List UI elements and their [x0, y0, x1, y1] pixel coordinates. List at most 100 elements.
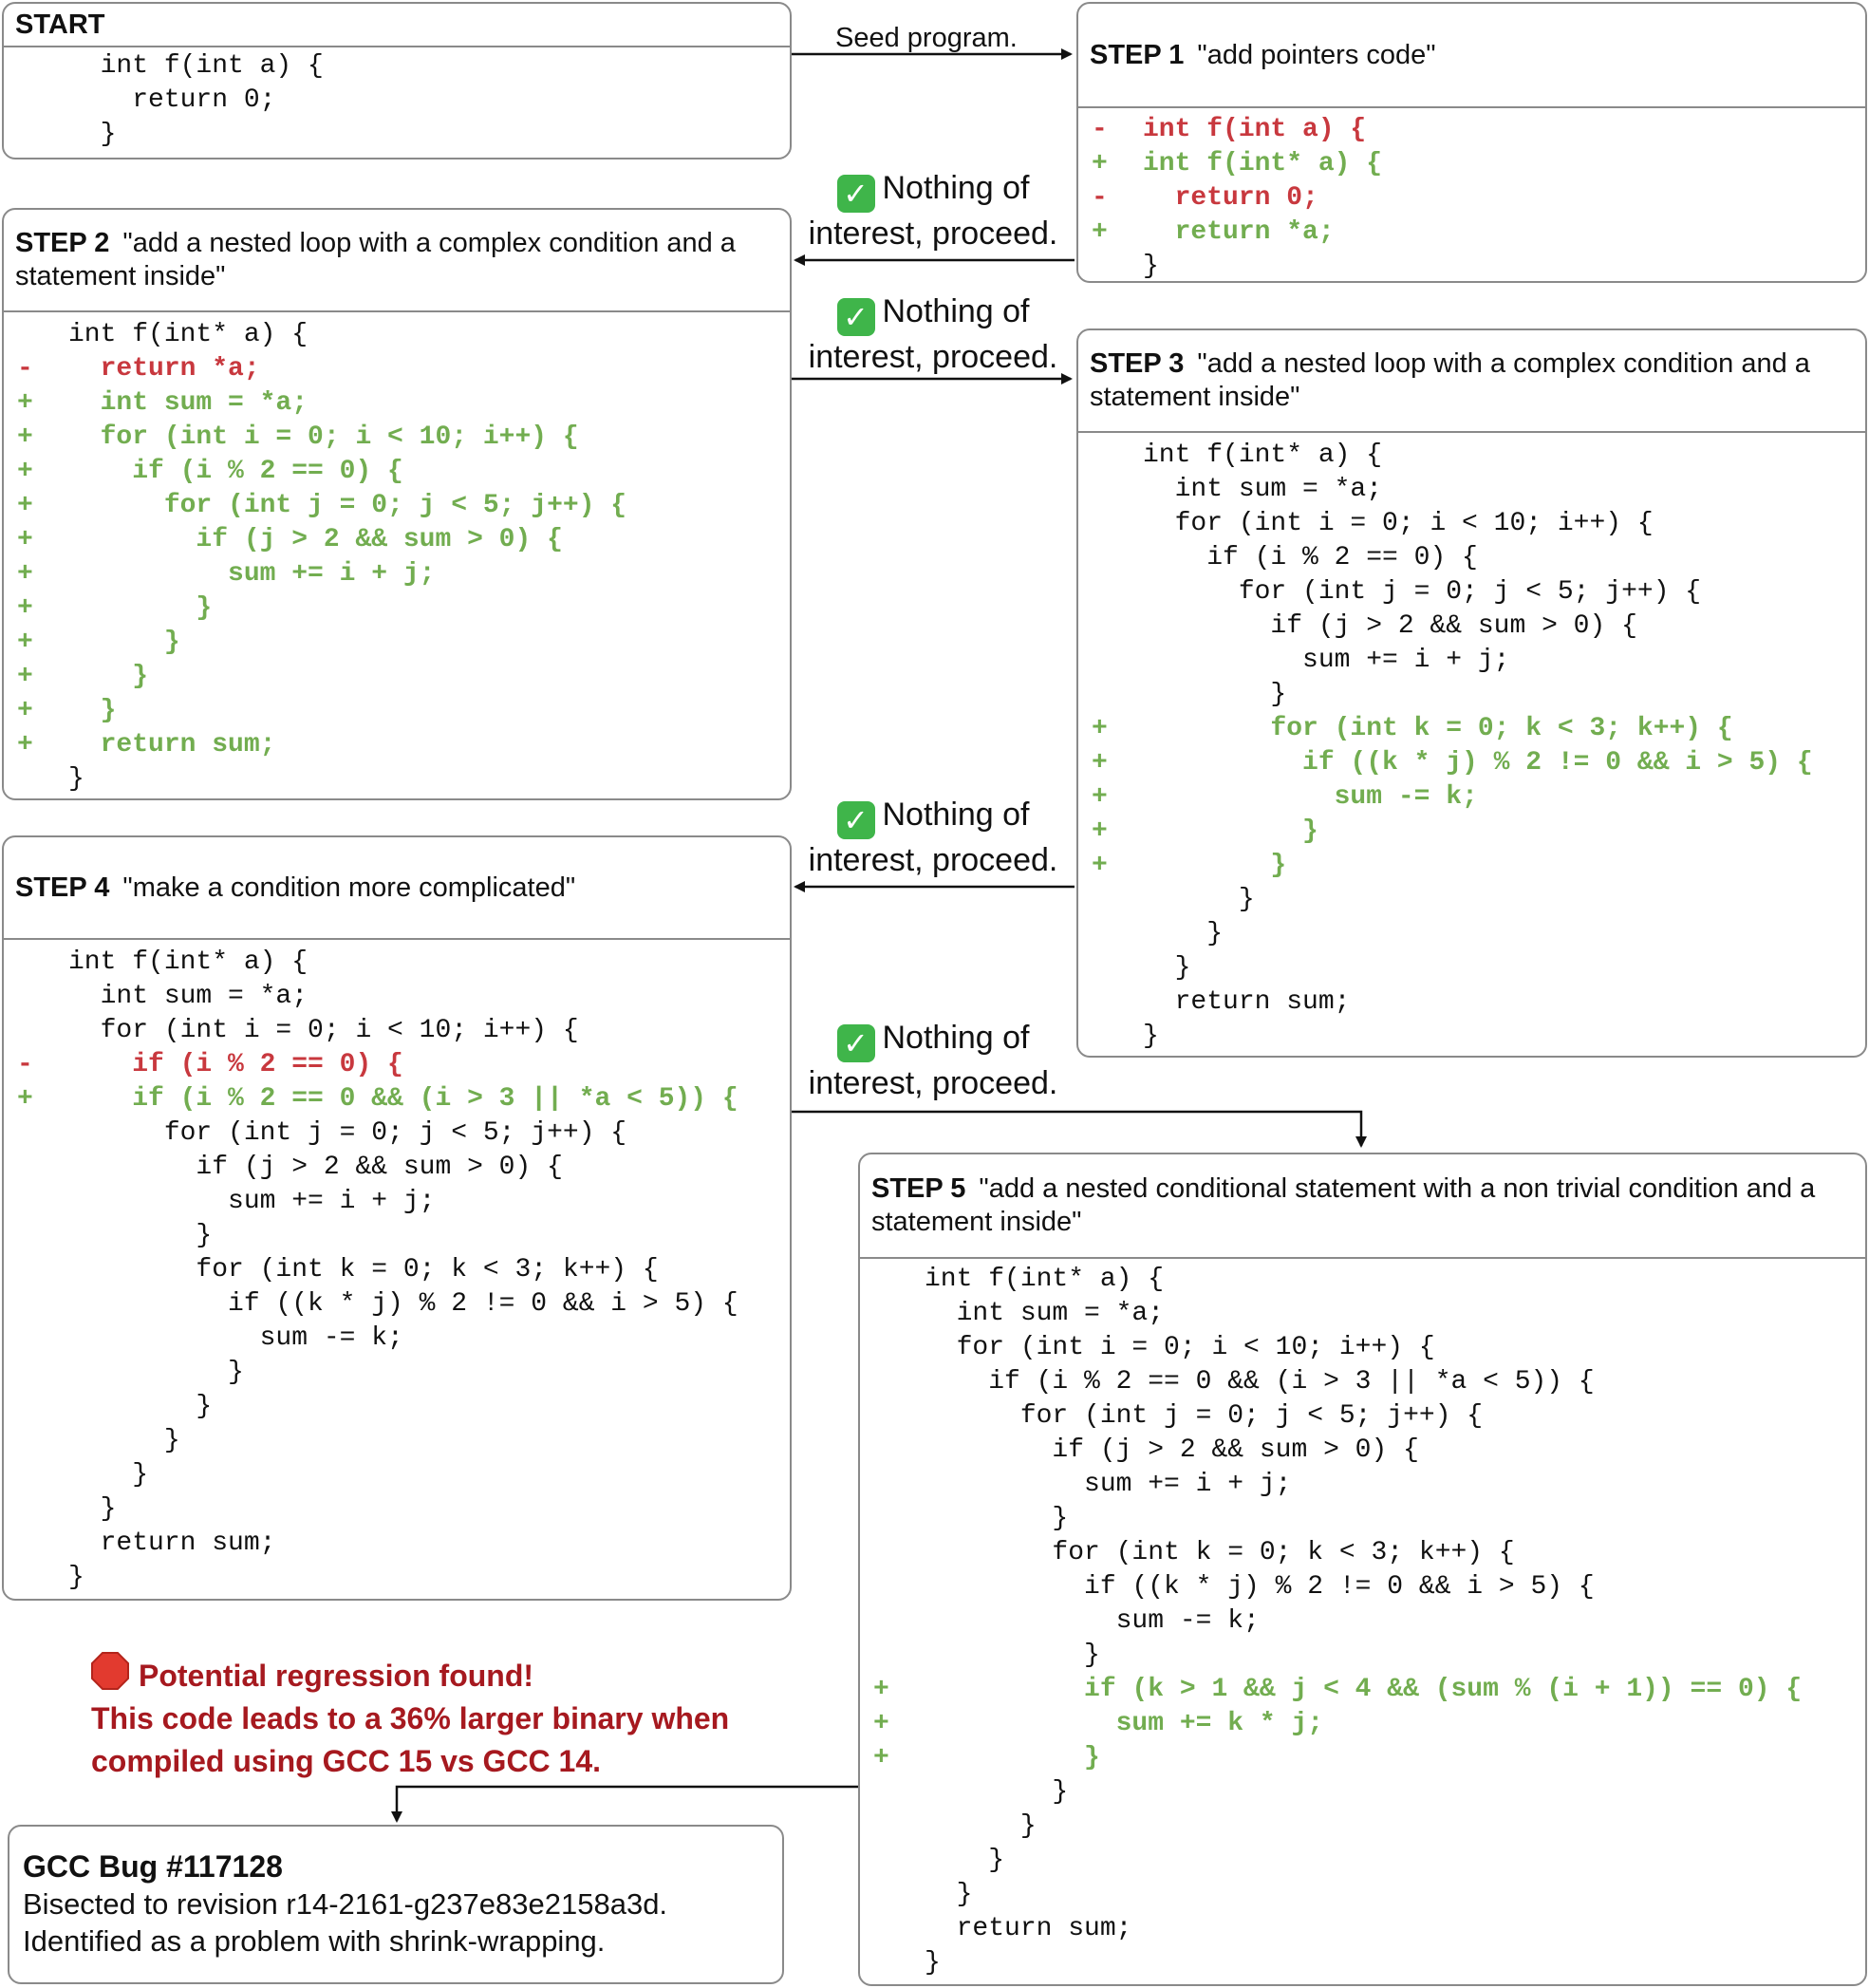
step4-box: STEP 4 "make a condition more complicated… [2, 835, 792, 1601]
step2-label: STEP 2 [15, 228, 110, 258]
code-line: sum += i + j; [4, 1185, 790, 1219]
step1-code: -int f(int a) {+int f(int* a) {- return … [1078, 108, 1865, 284]
added-line-marker: + [17, 491, 33, 520]
added-line-marker: + [17, 593, 33, 623]
check-icon: ✓ [836, 298, 875, 336]
code-line: + if (i % 2 == 0 && (i > 3 || *a < 5)) { [4, 1082, 790, 1116]
step5-code: int f(int* a) { int sum = *a; for (int i… [860, 1259, 1865, 1980]
code-line: + for (int k = 0; k < 3; k++) { [1078, 712, 1865, 746]
code-line: + } [4, 660, 790, 694]
step3-code: int f(int* a) { int sum = *a; for (int i… [1078, 433, 1865, 1054]
step2-code: int f(int* a) {- return *a;+ int sum = *… [4, 312, 790, 797]
code-line: } [1078, 250, 1865, 284]
code-line: return 0; [4, 84, 790, 118]
code-line: if (j > 2 && sum > 0) { [860, 1434, 1865, 1468]
code-line: } [4, 1458, 790, 1492]
step4-label: STEP 4 [15, 872, 110, 903]
code-text: return 0; [68, 85, 276, 115]
code-line: } [860, 1502, 1865, 1536]
code-line: } [1078, 1020, 1865, 1054]
code-text: sum += i + j; [68, 1187, 436, 1216]
code-text: sum += i + j; [1143, 646, 1510, 675]
code-text: } [68, 764, 84, 794]
code-line: sum += i + j; [1078, 644, 1865, 678]
code-text: } [925, 1743, 1100, 1772]
removed-line-marker: - [17, 1050, 33, 1079]
code-line: + } [1078, 849, 1865, 883]
code-text: } [925, 1504, 1069, 1533]
code-line: int f(int* a) { [4, 946, 790, 980]
code-text: sum -= k; [925, 1606, 1260, 1636]
code-line: + return *a; [1078, 216, 1865, 250]
step5-description: "add a nested conditional statement with… [871, 1173, 1816, 1237]
removed-line-marker: - [1092, 115, 1108, 144]
added-line-marker: + [1092, 816, 1108, 846]
step1-header: STEP 1"add pointers code" [1078, 4, 1865, 108]
code-line: } [860, 1810, 1865, 1844]
code-text: int sum = *a; [68, 982, 308, 1011]
note-line2: interest, proceed. [808, 216, 1058, 252]
code-line: } [860, 1878, 1865, 1912]
code-text: int sum = *a; [1143, 475, 1383, 504]
code-line: + } [860, 1741, 1865, 1775]
code-line: int sum = *a; [4, 980, 790, 1014]
step3-box: STEP 3"add a nested loop with a complex … [1076, 328, 1867, 1058]
note-line2: interest, proceed. [808, 1065, 1058, 1101]
code-line: } [4, 1424, 790, 1458]
code-line: } [1078, 917, 1865, 951]
code-text: if (j > 2 && sum > 0) { [68, 1153, 563, 1182]
start-code: int f(int a) { return 0; } [4, 47, 790, 152]
code-line: + sum += i + j; [4, 557, 790, 591]
step4-description: "make a condition more complicated" [122, 872, 576, 903]
code-text: for (int i = 0; i < 10; i++) { [925, 1333, 1435, 1362]
note-line1: Nothing of [882, 170, 1030, 206]
code-text: sum -= k; [1143, 782, 1478, 812]
regression-note: Potential regression found! This code le… [91, 1652, 813, 1783]
check-icon: ✓ [836, 801, 875, 839]
added-line-marker: + [17, 525, 33, 554]
added-line-marker: + [17, 696, 33, 725]
code-text: } [925, 1641, 1100, 1670]
code-line: + if (j > 2 && sum > 0) { [4, 523, 790, 557]
code-line: + } [1078, 815, 1865, 849]
note-step3-to-step4: ✓Nothing of interest, proceed. [795, 794, 1071, 881]
code-text: return sum; [68, 730, 276, 760]
arrow-step4-to-step5 [790, 1110, 1367, 1148]
code-text: } [1143, 953, 1191, 983]
code-text: sum += i + j; [925, 1470, 1292, 1499]
code-line: int sum = *a; [1078, 473, 1865, 507]
added-line-marker: + [1092, 748, 1108, 778]
code-line: int sum = *a; [860, 1297, 1865, 1331]
code-text: for (int j = 0; j < 5; j++) { [68, 1118, 627, 1148]
start-box: START int f(int a) { return 0; } [2, 2, 792, 159]
code-line: sum -= k; [4, 1322, 790, 1356]
code-text: sum += i + j; [68, 559, 436, 589]
code-text: } [1143, 851, 1287, 880]
code-text: } [68, 1358, 244, 1387]
code-text: return sum; [68, 1529, 276, 1558]
note-step1-to-step2: ✓Nothing of interest, proceed. [795, 167, 1071, 254]
code-text: } [1143, 816, 1318, 846]
code-line: return sum; [1078, 985, 1865, 1020]
check-icon: ✓ [836, 175, 875, 213]
code-text: if (i % 2 == 0 && (i > 3 || *a < 5)) { [925, 1367, 1595, 1397]
code-text: } [925, 1846, 1005, 1875]
code-line: int f(int* a) { [1078, 439, 1865, 473]
code-text: } [68, 696, 117, 725]
start-label: START [15, 9, 105, 40]
code-text: for (int j = 0; j < 5; j++) { [925, 1401, 1484, 1431]
code-line: } [4, 1561, 790, 1595]
code-line: + for (int j = 0; j < 5; j++) { [4, 489, 790, 523]
code-text: for (int i = 0; i < 10; i++) { [68, 1016, 579, 1045]
code-line: } [4, 1492, 790, 1527]
step5-header: STEP 5"add a nested conditional statemen… [860, 1154, 1865, 1259]
arrow-step5-to-bug [391, 1785, 858, 1823]
code-text: return sum; [925, 1914, 1132, 1943]
code-text: } [68, 593, 213, 623]
bug-title: GCC Bug #117128 [23, 1849, 283, 1884]
code-text: for (int j = 0; j < 5; j++) { [68, 491, 627, 520]
code-line: } [1078, 951, 1865, 985]
code-text: if ((k * j) % 2 != 0 && i > 5) { [68, 1289, 738, 1319]
code-line: + if ((k * j) % 2 != 0 && i > 5) { [1078, 746, 1865, 780]
step2-header: STEP 2"add a nested loop with a complex … [4, 210, 790, 312]
